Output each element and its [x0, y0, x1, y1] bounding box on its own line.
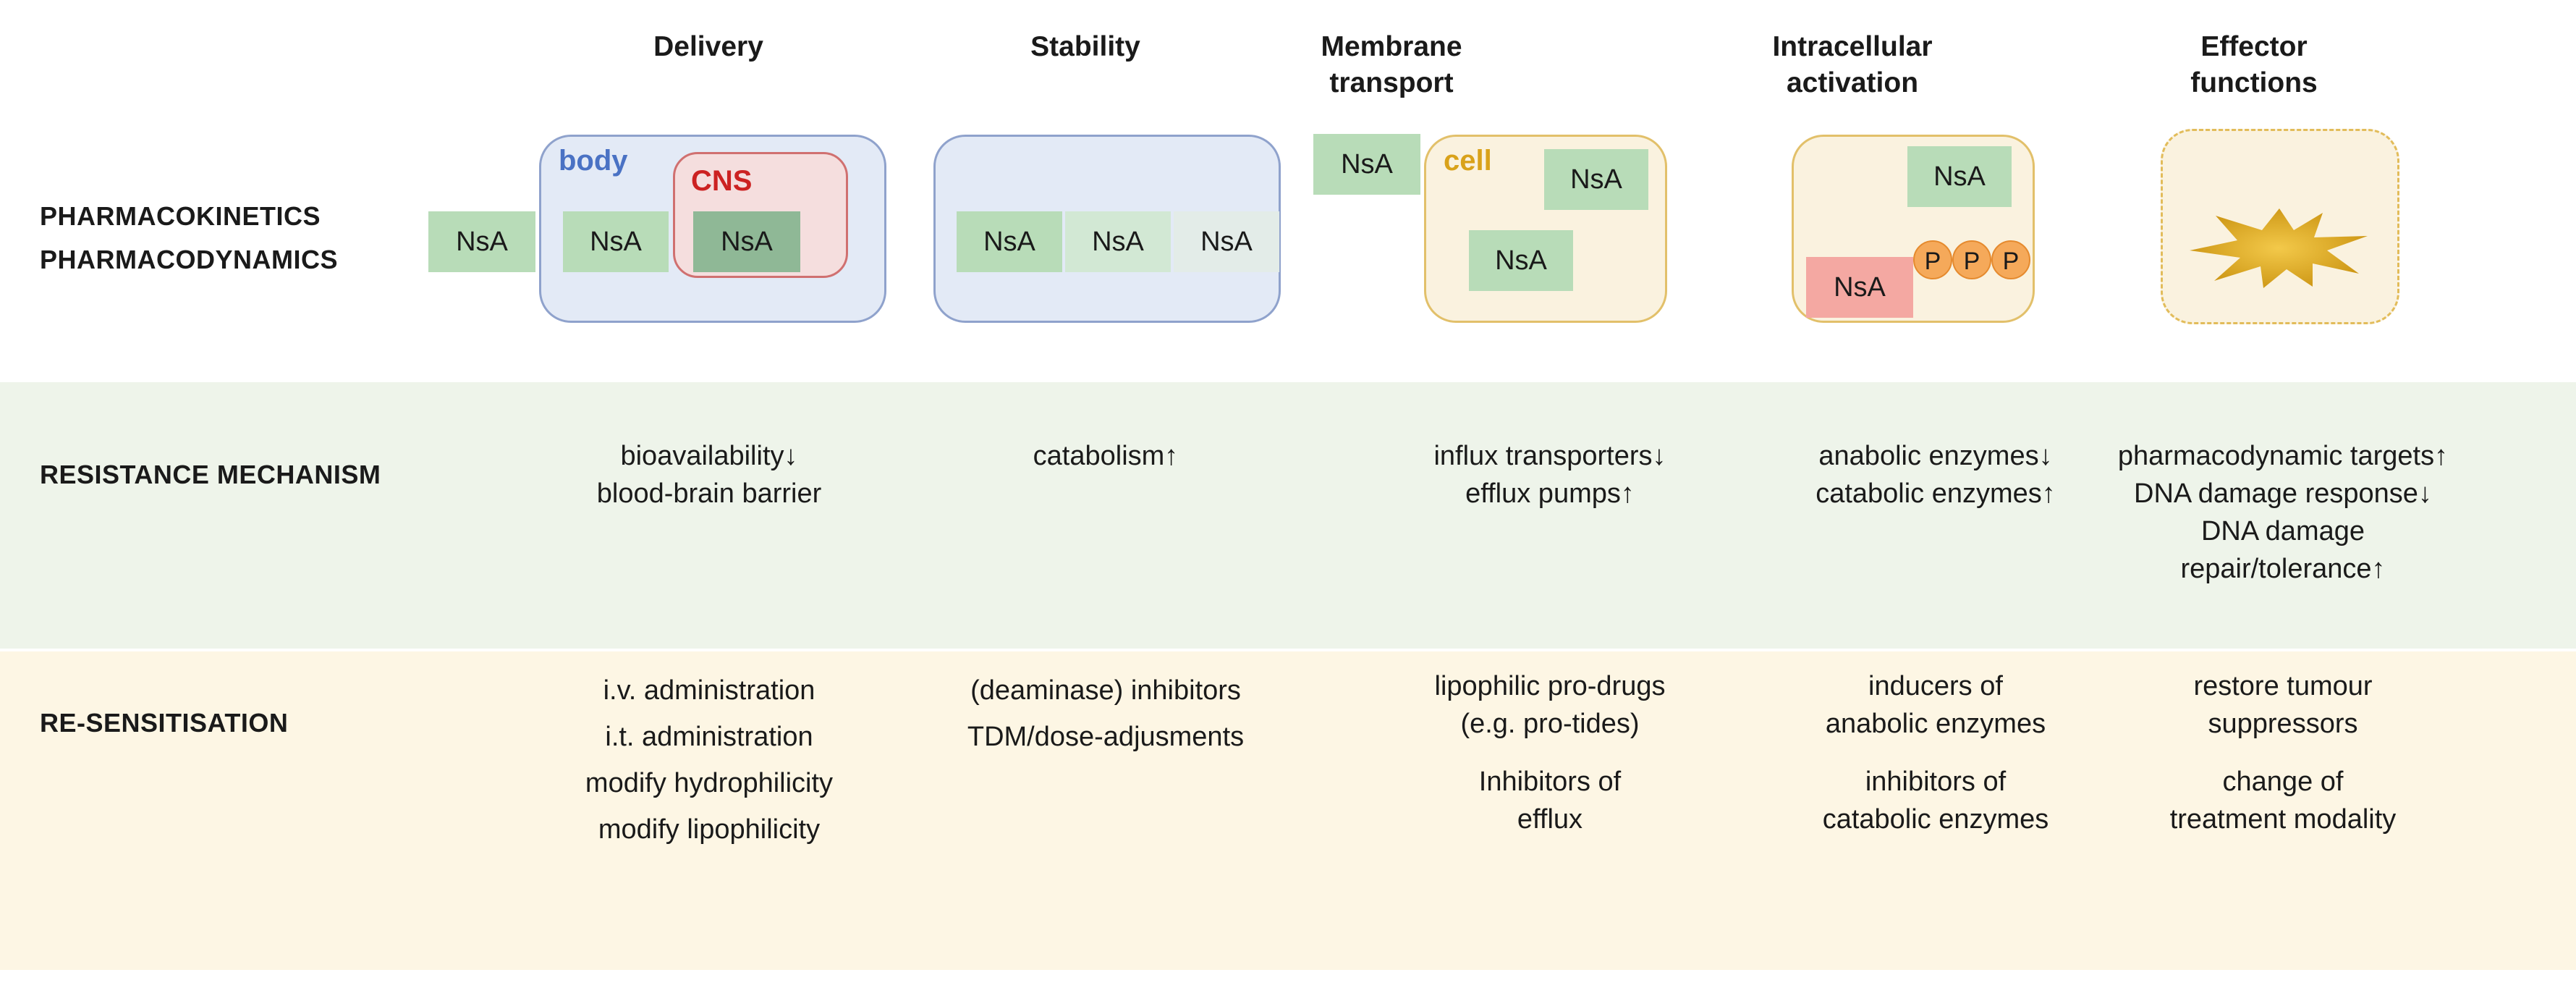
resensitisation-activation-item: inhibitors of: [1865, 767, 2007, 797]
phosphate-2: P: [1952, 240, 1991, 279]
nsa-in-body: NsA: [563, 211, 669, 272]
row-label-pharmacokinetics: PHARMACOKINETICS: [40, 201, 321, 231]
resistance-effector-line: repair/tolerance↑: [2180, 554, 2386, 584]
resensitisation-effector-item: treatment modality: [2169, 804, 2397, 835]
resensitisation-stability-item: TDM/dose-adjusments: [967, 722, 1245, 752]
resensitisation-effector-item: suppressors: [2208, 709, 2358, 739]
column-header-intracellular-activation: Intracellular activation: [1772, 31, 1933, 98]
resensitisation-membrane-item: lipophilic pro-drugs: [1434, 671, 1666, 701]
resensitisation-band: [0, 651, 2576, 970]
resistance-band: [0, 382, 2576, 649]
resistance-activation-line: anabolic enzymes↓: [1818, 441, 2053, 471]
body-label: body: [559, 145, 628, 177]
resensitisation-activation-item: inducers of: [1868, 671, 2003, 701]
resistance-membrane: influx transporters↓ efflux pumps↑: [1333, 437, 1767, 512]
phosphate-1: P: [1913, 240, 1952, 279]
resensitisation-activation-item: catabolic enzymes: [1822, 804, 2049, 835]
nsa-stable: NsA: [957, 211, 1062, 272]
row-label-resensitisation: RE-SENSITISATION: [40, 708, 289, 738]
resensitisation-delivery-item: i.t. administration: [605, 722, 813, 752]
nsa-outside-body: NsA: [428, 211, 535, 272]
resistance-activation-line: catabolic enzymes↑: [1816, 478, 2056, 509]
resistance-delivery: bioavailability↓ blood-brain barrier: [492, 437, 926, 512]
resistance-effector-line: DNA damage response↓: [2134, 478, 2432, 509]
resensitisation-stability: (deaminase) inhibitors TDM/dose-adjusmen…: [889, 667, 1323, 760]
nsa-intracellular-1: NsA: [1544, 149, 1648, 210]
resistance-delivery-line: bioavailability↓: [620, 441, 798, 471]
damage-burst-icon: [2190, 208, 2368, 288]
row-label-resistance-mechanism: RESISTANCE MECHANISM: [40, 460, 381, 489]
nsa-in-cns: NsA: [693, 211, 800, 272]
nsa-unphosphorylated: NsA: [1907, 146, 2012, 207]
resensitisation-delivery-item: i.v. administration: [603, 675, 815, 706]
resistance-delivery-line: blood-brain barrier: [596, 478, 822, 509]
resistance-membrane-line: efflux pumps↑: [1465, 478, 1635, 509]
resensitisation-membrane: lipophilic pro-drugs (e.g. pro-tides) In…: [1333, 667, 1767, 838]
resensitisation-effector-item: restore tumour: [2193, 671, 2373, 701]
resistance-stability: catabolism↑: [889, 437, 1323, 475]
resensitisation-delivery-item: modify lipophilicity: [598, 814, 821, 845]
resistance-effector-line: DNA damage: [2200, 516, 2365, 546]
resensitisation-membrane-item: Inhibitors of: [1478, 767, 1622, 797]
resensitisation-effector: restore tumour suppressors change of tre…: [2066, 667, 2500, 838]
column-header-stability: Stability: [1030, 31, 1140, 62]
resensitisation-membrane-item: (e.g. pro-tides): [1460, 709, 1640, 739]
cns-label: CNS: [691, 165, 753, 197]
resensitisation-membrane-item: efflux: [1517, 804, 1583, 835]
resensitisation-activation: inducers of anabolic enzymes inhibitors …: [1719, 667, 2153, 838]
resistance-stability-line: catabolism↑: [1033, 441, 1179, 471]
row-label-pharmacodynamics: PHARMACODYNAMICS: [40, 245, 338, 274]
cell-label: cell: [1444, 145, 1492, 177]
nsa-phosphorylated: NsA: [1806, 257, 1913, 318]
column-header-membrane-transport: Membrane transport: [1321, 31, 1462, 98]
resensitisation-stability-item: (deaminase) inhibitors: [970, 675, 1241, 706]
nsa-intracellular-2: NsA: [1469, 230, 1573, 291]
resistance-effector: pharmacodynamic targets↑ DNA damage resp…: [2066, 437, 2500, 588]
nsa-degraded: NsA: [1174, 211, 1279, 272]
nsa-degrading: NsA: [1065, 211, 1171, 272]
resensitisation-delivery-item: modify hydrophilicity: [585, 768, 834, 798]
resensitisation-activation-item: anabolic enzymes: [1825, 709, 2046, 739]
resistance-effector-line: pharmacodynamic targets↑: [2117, 441, 2449, 471]
phosphate-3: P: [1991, 240, 2030, 279]
column-header-delivery: Delivery: [653, 31, 763, 62]
resensitisation-delivery: i.v. administration i.t. administration …: [492, 667, 926, 853]
nsa-extracellular: NsA: [1313, 134, 1420, 195]
resensitisation-effector-item: change of: [2222, 767, 2344, 797]
resistance-activation: anabolic enzymes↓ catabolic enzymes↑: [1719, 437, 2153, 512]
resistance-membrane-line: influx transporters↓: [1433, 441, 1666, 471]
column-header-effector-functions: Effector functions: [2190, 31, 2318, 98]
